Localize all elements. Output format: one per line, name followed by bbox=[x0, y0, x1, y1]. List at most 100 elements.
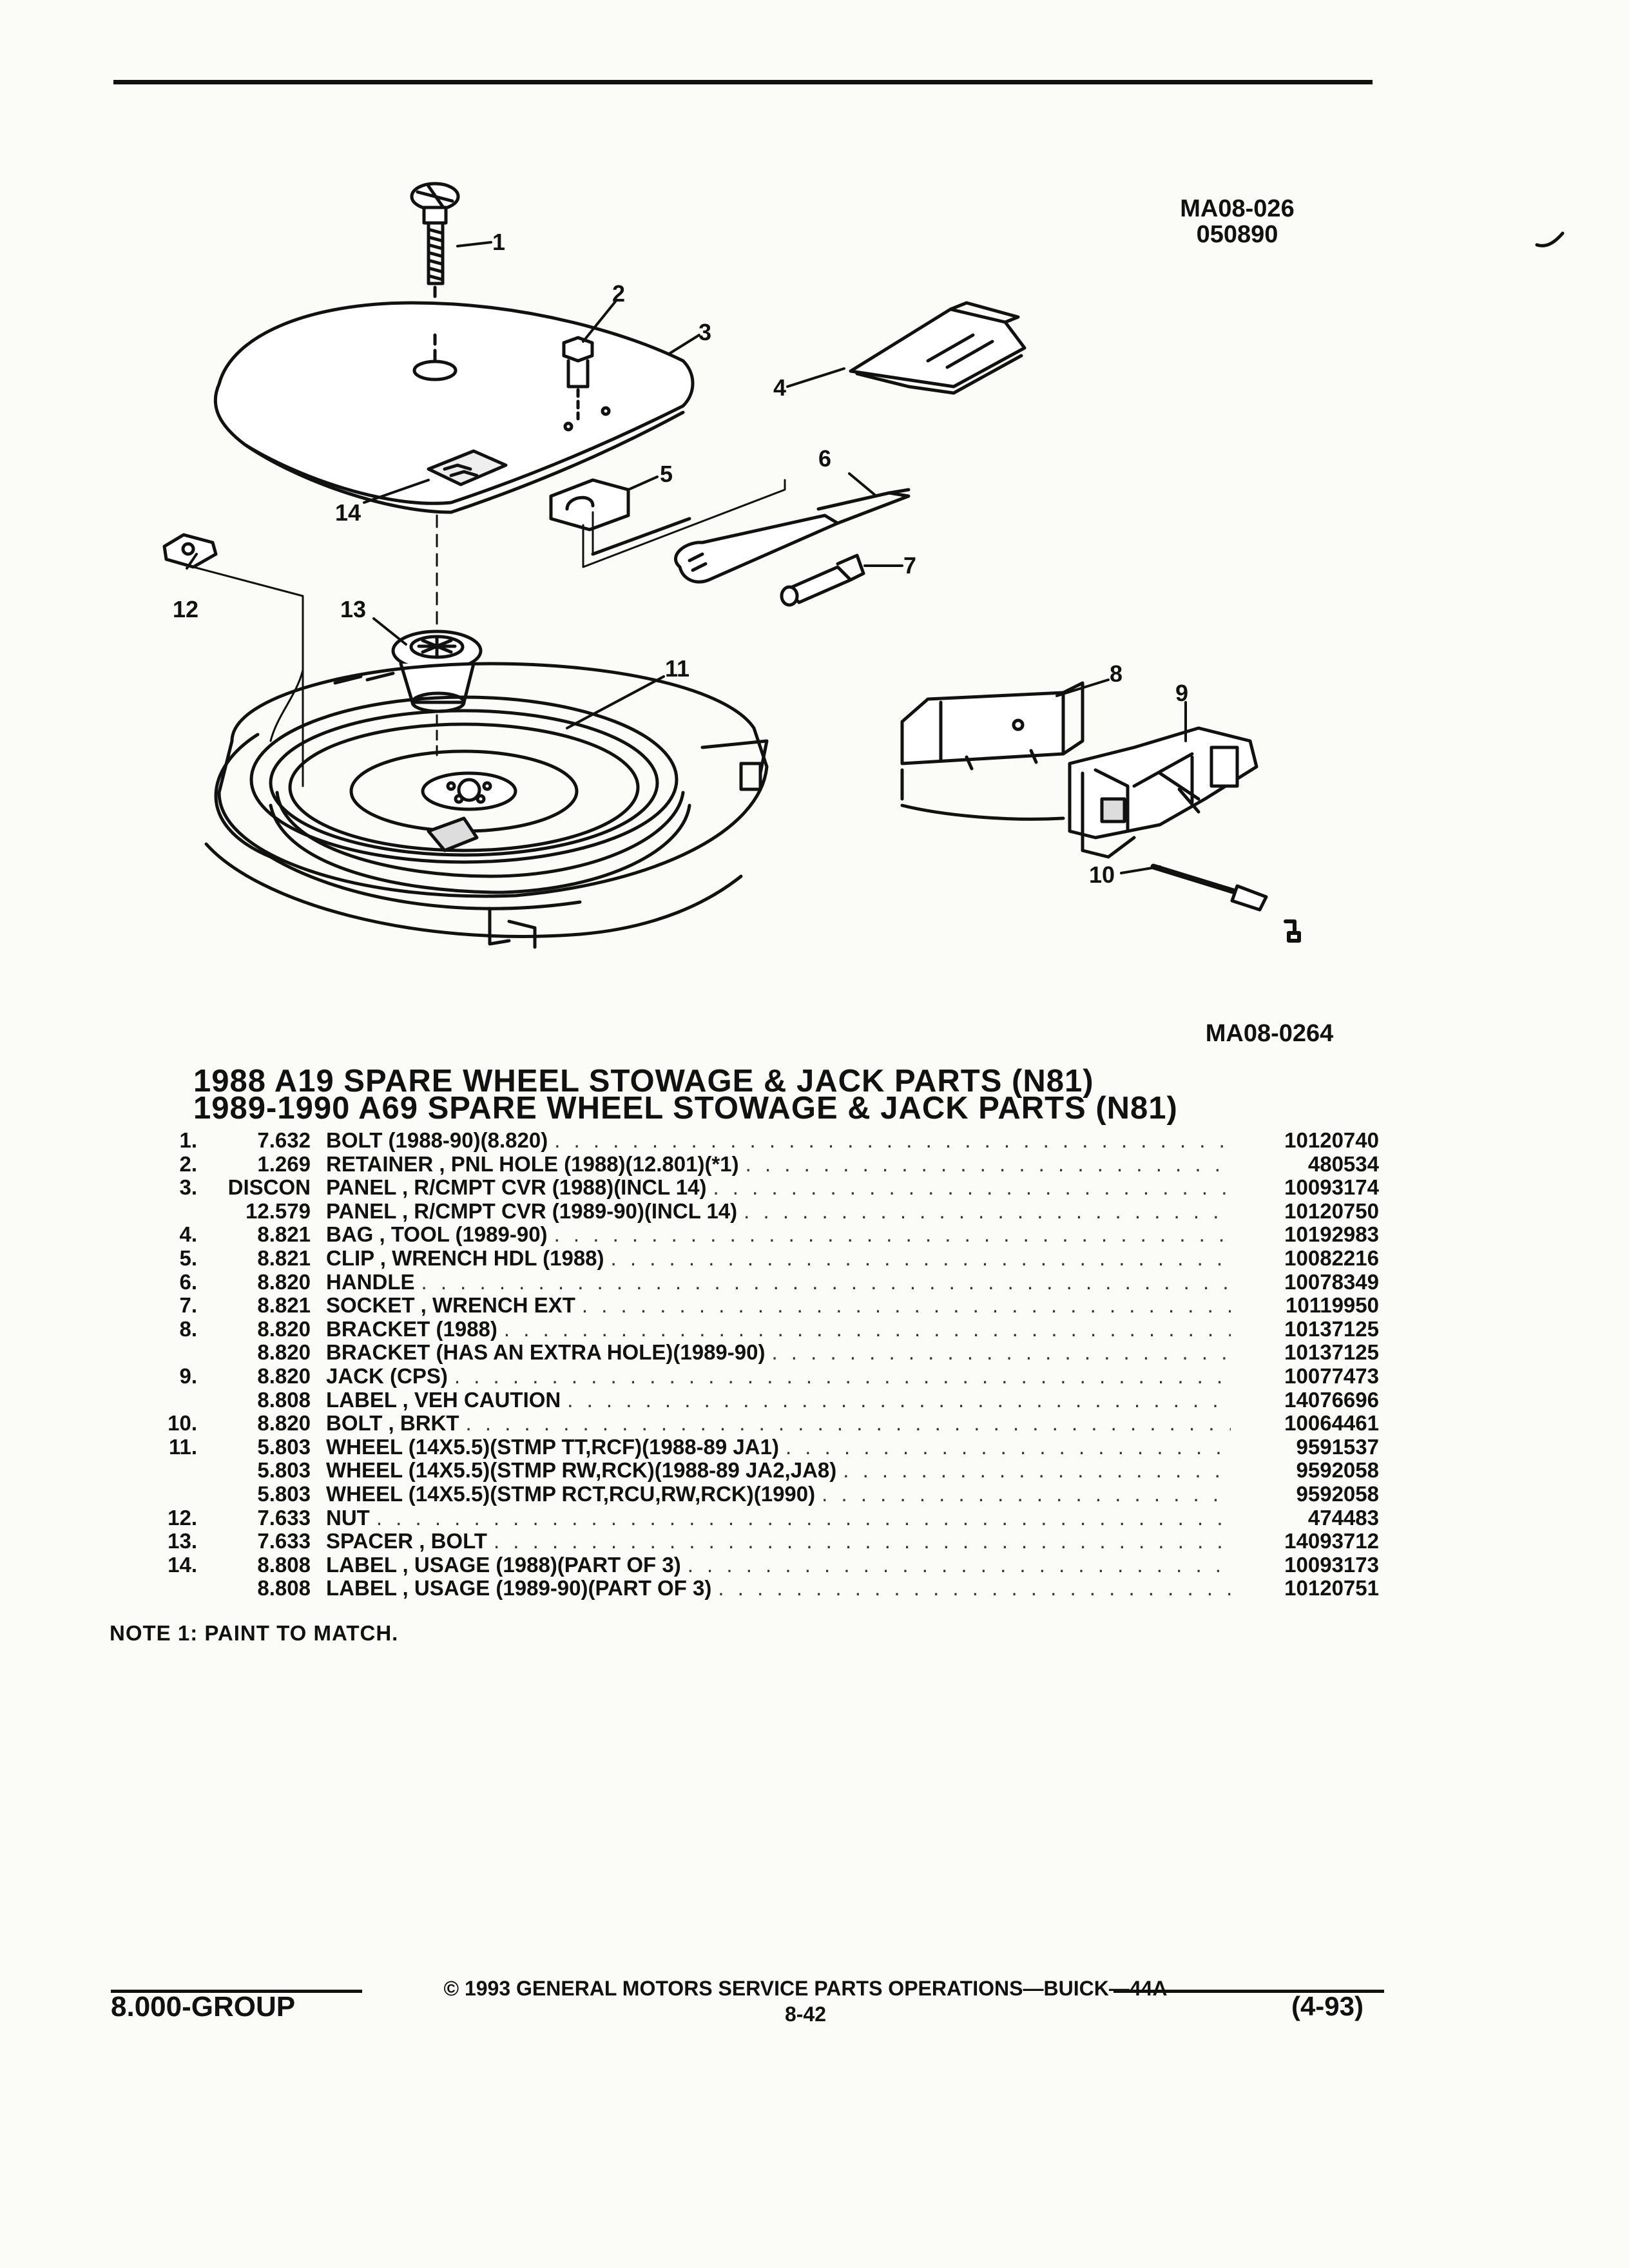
group-number: 8.808 bbox=[257, 1552, 311, 1577]
illustration-ref-top: MA08-026 050890 bbox=[1160, 196, 1315, 247]
footer-date: (4-93) bbox=[1291, 1991, 1364, 2021]
callout-7: 7 bbox=[903, 552, 917, 579]
part-description: WHEEL (14X5.5)(STMP TT,RCF)(1988-89 JA1) bbox=[326, 1435, 779, 1459]
item-number: 9. bbox=[179, 1363, 197, 1388]
part-number: 10120750 bbox=[1284, 1198, 1379, 1223]
socket-extension-illustration bbox=[780, 553, 865, 607]
part-number: 10119950 bbox=[1285, 1293, 1379, 1318]
item-number: 3. bbox=[179, 1175, 197, 1200]
part-description-cell: BOLT , BRKT. . . . . . . . . . . . . . .… bbox=[326, 1412, 1231, 1435]
leader-dots: . . . . . . . . . . . . . . . . . . . . … bbox=[718, 1577, 1231, 1600]
callout-2: 2 bbox=[612, 280, 626, 307]
part-number: 10078349 bbox=[1284, 1269, 1379, 1294]
part-description-cell: LABEL , VEH CAUTION. . . . . . . . . . .… bbox=[326, 1389, 1231, 1412]
parts-row: 7. 8.821 SOCKET , WRENCH EXT. . . . . . . … bbox=[142, 1294, 1379, 1318]
part-description: NUT bbox=[326, 1506, 370, 1530]
callout-5: 5 bbox=[660, 461, 673, 487]
part-number: 10120740 bbox=[1284, 1128, 1379, 1152]
part-description-cell: BRACKET (1988). . . . . . . . . . . . . … bbox=[326, 1318, 1231, 1341]
footer-rule-left bbox=[111, 1990, 362, 1993]
nut-illustration bbox=[162, 533, 304, 787]
part-description: RETAINER , PNL HOLE (1988)(12.801)(*1) bbox=[326, 1152, 739, 1176]
leader-dots: . . . . . . . . . . . . . . . . . . . . … bbox=[554, 1129, 1231, 1152]
part-number: 10082216 bbox=[1284, 1245, 1379, 1270]
part-number: 14076696 bbox=[1284, 1387, 1379, 1412]
leader-dots: . . . . . . . . . . . . . . . . . . . . … bbox=[745, 1152, 1231, 1176]
part-description-cell: NUT. . . . . . . . . . . . . . . . . . .… bbox=[326, 1506, 1231, 1530]
item-number: 12. bbox=[168, 1505, 197, 1530]
callout-4: 4 bbox=[773, 374, 787, 401]
item-number: 11. bbox=[168, 1434, 197, 1459]
jack-bracket-illustration bbox=[900, 681, 1084, 821]
item-number: 10. bbox=[168, 1411, 197, 1436]
group-number: DISCON bbox=[227, 1175, 311, 1200]
part-description-cell: LABEL , USAGE (1988)(PART OF 3). . . . .… bbox=[326, 1553, 1231, 1577]
group-number: 7.632 bbox=[257, 1128, 311, 1152]
group-number: 8.820 bbox=[257, 1316, 311, 1341]
part-number: 10093174 bbox=[1284, 1175, 1379, 1200]
part-number: 10064461 bbox=[1284, 1411, 1379, 1436]
part-description-cell: BAG , TOOL (1989-90). . . . . . . . . . … bbox=[326, 1223, 1231, 1246]
part-description-cell: WHEEL (14X5.5)(STMP TT,RCF)(1988-89 JA1)… bbox=[326, 1436, 1231, 1459]
group-number: 1.269 bbox=[257, 1151, 311, 1176]
parts-row: 2. 1.269 RETAINER , PNL HOLE (1988)(12.801… bbox=[142, 1151, 1379, 1177]
item-number: 4. bbox=[179, 1222, 197, 1247]
part-description-cell: BOLT (1988-90)(8.820) . . . . . . . . . .… bbox=[326, 1129, 1231, 1152]
section-title-1989-1990: 1989-1990 A69 SPARE WHEEL STOWAGE & JACK… bbox=[193, 1091, 1178, 1126]
leader-dots: . . . . . . . . . . . . . . . . . . . . … bbox=[785, 1435, 1231, 1459]
group-number: 8.820 bbox=[257, 1363, 311, 1388]
part-description-cell: SPACER , BOLT . . . . . . . . . . . . . .… bbox=[326, 1530, 1231, 1553]
leader-dots: . . . . . . . . . . . . . . . . . . . . … bbox=[554, 1223, 1231, 1247]
part-description: LABEL , USAGE (1988)(PART OF 3) bbox=[326, 1553, 681, 1577]
part-description-cell: HANDLE. . . . . . . . . . . . . . . . . … bbox=[326, 1271, 1231, 1294]
part-description-cell: LABEL , USAGE (1989-90)(PART OF 3). . . … bbox=[326, 1577, 1231, 1600]
part-description: BOLT (1988-90)(8.820) bbox=[326, 1129, 548, 1152]
part-description: LABEL , VEH CAUTION bbox=[326, 1388, 561, 1412]
item-number: 7. bbox=[179, 1293, 197, 1318]
leader-dots: . . . . . . . . . . . . . . . . . . . . … bbox=[421, 1270, 1231, 1294]
part-description: PANEL , R/CMPT CVR (1989-90)(INCL 14) bbox=[326, 1199, 738, 1223]
part-description-cell: CLIP , WRENCH HDL (1988). . . . . . . . … bbox=[326, 1247, 1231, 1270]
leader-dots: . . . . . . . . . . . . . . . . . . . . … bbox=[493, 1530, 1231, 1553]
part-description-cell: RETAINER , PNL HOLE (1988)(12.801)(*1). … bbox=[326, 1153, 1231, 1176]
part-description: HANDLE bbox=[326, 1270, 415, 1294]
part-number: 10077473 bbox=[1284, 1363, 1379, 1388]
group-number: 7.633 bbox=[257, 1529, 311, 1553]
footer-group: 8.000-GROUP bbox=[111, 1991, 296, 2023]
part-number: 474483 bbox=[1307, 1505, 1379, 1530]
group-number: 8.821 bbox=[257, 1293, 311, 1318]
item-number: 5. bbox=[179, 1245, 197, 1270]
section-title-1988: 1988 A19 SPARE WHEEL STOWAGE & JACK PART… bbox=[193, 1064, 1094, 1099]
bracket-bolt-illustration bbox=[1150, 863, 1268, 912]
item-number: 2. bbox=[179, 1151, 197, 1176]
leader-dots: . . . . . . . . . . . . . . . . . . . . … bbox=[503, 1317, 1231, 1341]
callout-6: 6 bbox=[818, 445, 832, 472]
tool-bag-illustration bbox=[849, 301, 1027, 395]
retainer-illustration bbox=[562, 336, 594, 432]
leader-dots: . . . . . . . . . . . . . . . . . . . . … bbox=[771, 1341, 1231, 1365]
part-description: BRACKET (1988) bbox=[326, 1317, 497, 1341]
callout-13: 13 bbox=[340, 596, 367, 622]
leader-dots: . . . . . . . . . . . . . . . . . . . . … bbox=[376, 1506, 1231, 1530]
part-description-cell: SOCKET , WRENCH EXT. . . . . . . . . . .… bbox=[326, 1294, 1231, 1317]
part-description: BAG , TOOL (1989-90) bbox=[326, 1223, 548, 1247]
part-description-cell: BRACKET (HAS AN EXTRA HOLE)(1989-90). . … bbox=[326, 1341, 1231, 1364]
part-description: SPACER , BOLT bbox=[326, 1530, 487, 1553]
part-number: 10137125 bbox=[1284, 1316, 1379, 1341]
part-number: 14093712 bbox=[1284, 1529, 1379, 1553]
leader-dots: . . . . . . . . . . . . . . . . . . . . … bbox=[822, 1482, 1231, 1506]
callout-12: 12 bbox=[173, 596, 199, 622]
part-number: 10192983 bbox=[1284, 1222, 1379, 1247]
part-description: SOCKET , WRENCH EXT bbox=[326, 1294, 575, 1318]
group-number: 8.808 bbox=[257, 1387, 311, 1412]
top-rule bbox=[113, 80, 1373, 84]
part-description: WHEEL (14X5.5)(STMP RW,RCK)(1988-89 JA2,… bbox=[326, 1459, 837, 1483]
